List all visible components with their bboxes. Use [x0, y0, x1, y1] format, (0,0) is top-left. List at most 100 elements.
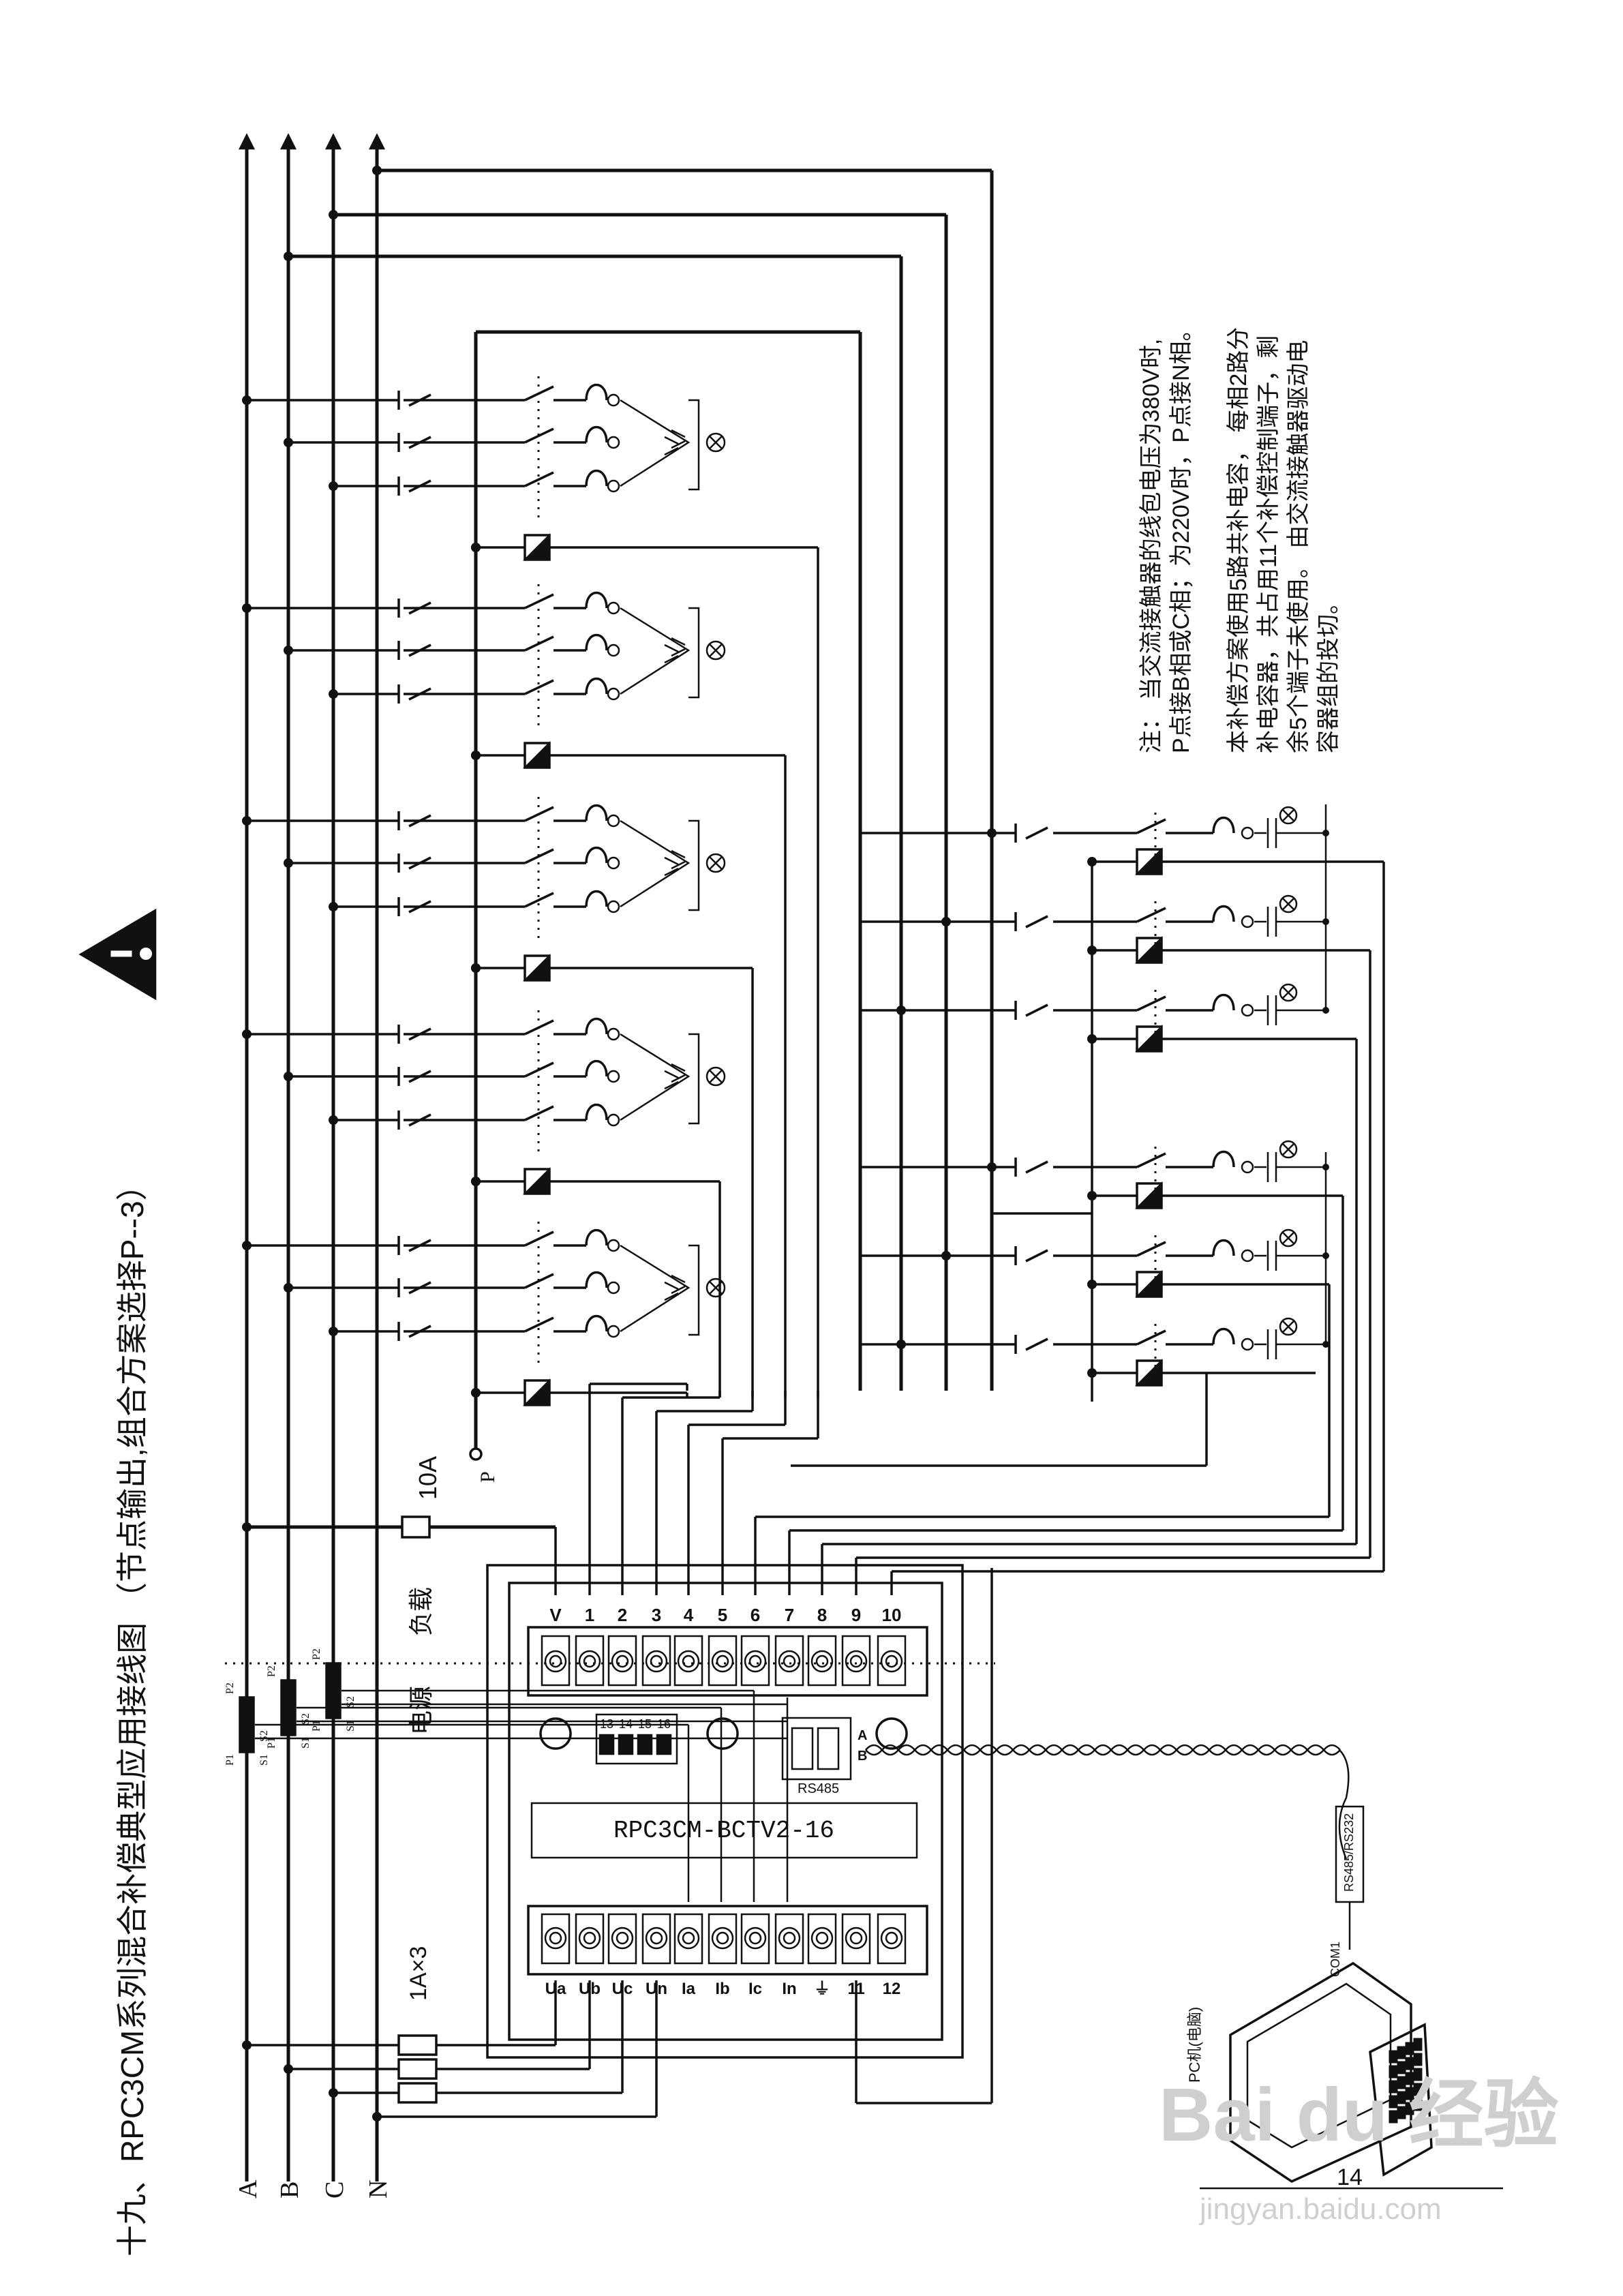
terminal-label: 1	[585, 1605, 594, 1625]
terminal-screw	[774, 1913, 804, 1965]
capacitor-group-4	[242, 1010, 726, 1195]
note-line: 本补偿方案使用5路共补电容， 每相2路分	[1226, 327, 1252, 753]
pc-label: PC机(电脑)	[1186, 2007, 1203, 2083]
coil-return-wires	[588, 547, 819, 1595]
mount-hole	[706, 1717, 739, 1750]
capacitor-group-3	[242, 797, 753, 982]
single-phase-branch-5	[860, 1228, 1329, 1298]
zone-load-label: 负载	[408, 1587, 435, 1636]
terminal-screw	[841, 1913, 871, 1965]
terminal-label: 2	[618, 1605, 627, 1625]
key	[1389, 2050, 1398, 2064]
p-point-label: P	[476, 1471, 499, 1483]
key	[1389, 2095, 1398, 2109]
com1-label: COM1	[1329, 1942, 1342, 1977]
rs485-port: RS485 AB	[781, 1717, 867, 1796]
ct-label: P2	[311, 1648, 322, 1660]
single-phase-branch-3	[860, 983, 1356, 1053]
ct-label: P2	[266, 1665, 277, 1677]
key	[1397, 2076, 1406, 2089]
mount-hole	[875, 1717, 908, 1750]
note-line: 注： 当交流接触器的线包电压为380V时,	[1138, 339, 1164, 753]
ct-label: P1	[266, 1737, 277, 1749]
terminal-label: 3	[652, 1605, 661, 1625]
phase-label: C	[320, 2181, 349, 2199]
terminal-screw	[641, 1635, 671, 1687]
zone-power-label: 电源	[408, 1686, 435, 1735]
key	[1389, 2110, 1398, 2124]
terminal-screw	[740, 1913, 770, 1965]
terminal-label: 6	[750, 1605, 760, 1625]
key	[1405, 2072, 1414, 2085]
terminal-label: ⏚	[814, 1980, 830, 1998]
rs485-label: RS485	[798, 1781, 839, 1796]
dip-pin	[598, 1734, 615, 1755]
right-return-wires	[754, 804, 1385, 1595]
capacitor-group-5	[242, 1222, 726, 1406]
terminal-label: 8	[817, 1605, 827, 1625]
key	[1413, 2098, 1423, 2111]
key	[1405, 2087, 1414, 2100]
key	[1397, 2061, 1406, 2074]
phase-label: N	[364, 2180, 393, 2199]
terminal-label: 4	[684, 1605, 694, 1625]
note-line: P点接B相或C相；为220V时，P点接N相。	[1168, 318, 1194, 753]
rs485-pin-a: A	[858, 1728, 867, 1743]
terminal-label: 9	[851, 1605, 861, 1625]
ct-label: P1	[311, 1720, 322, 1732]
page-title-text: 十九、RPC3CM系列混合补偿典型应用接线图 （节点输出,组合方案选择P--3）	[115, 1169, 150, 2256]
terminal-label: 7	[785, 1605, 794, 1625]
converter-label: RS485/RS232	[1342, 1813, 1356, 1892]
terminal-screw	[807, 1635, 837, 1687]
single-phase-branch-2	[860, 894, 1370, 964]
note-line: 容器组的投切。	[1316, 591, 1341, 753]
terminal-screw	[575, 1913, 605, 1965]
terminal-screw	[708, 1913, 738, 1965]
terminal-screw	[708, 1635, 738, 1687]
terminal-screw	[641, 1913, 671, 1965]
terminal-label: In	[782, 1980, 796, 1998]
terminal-screw	[774, 1635, 804, 1687]
capacitor-group-2	[242, 584, 785, 769]
fuse-1a	[397, 2082, 438, 2104]
key	[1405, 2102, 1414, 2115]
key	[1397, 2106, 1406, 2119]
terminal-screw	[541, 1913, 571, 1965]
terminal-label: 10	[882, 1605, 902, 1625]
mount-hole	[539, 1717, 572, 1750]
key	[1413, 2038, 1423, 2051]
terminal-screw	[807, 1913, 837, 1965]
current-transformer	[239, 1696, 255, 1753]
single-phase-branch-1	[860, 806, 1384, 875]
dip-pin	[618, 1734, 634, 1755]
dip-pin	[656, 1734, 672, 1755]
key	[1389, 2065, 1398, 2079]
warning-bar	[107, 947, 136, 961]
key	[1413, 2068, 1423, 2081]
ct-label: S1	[300, 1737, 312, 1749]
dip-pin	[637, 1734, 653, 1755]
key	[1405, 2042, 1414, 2055]
watermark-sub: jingyan.baidu.com	[1198, 2192, 1442, 2226]
title-block: 十九、RPC3CM系列混合补偿典型应用接线图 （节点输出,组合方案选择P--3）	[115, 1169, 150, 2256]
key	[1413, 2053, 1423, 2066]
terminal-screw	[740, 1635, 770, 1687]
single-phase-branch-6	[860, 1317, 1329, 1387]
phase-label: B	[275, 2181, 304, 2199]
fuse-1a	[397, 2034, 438, 2056]
terminal-screw	[607, 1913, 637, 1965]
ct-label: S1	[258, 1754, 270, 1766]
terminal-screw	[607, 1635, 637, 1687]
controller-outer	[486, 1564, 964, 2059]
terminal-screw	[575, 1635, 605, 1687]
rs485-pin-b: B	[858, 1749, 867, 1764]
ct-label: P2	[224, 1682, 236, 1694]
terminal-screw	[877, 1913, 907, 1965]
rs485-slot	[791, 1727, 814, 1770]
notes-block: 注： 当交流接触器的线包电压为380V时,P点接B相或C相；为220V时，P点接…	[1138, 318, 1341, 753]
